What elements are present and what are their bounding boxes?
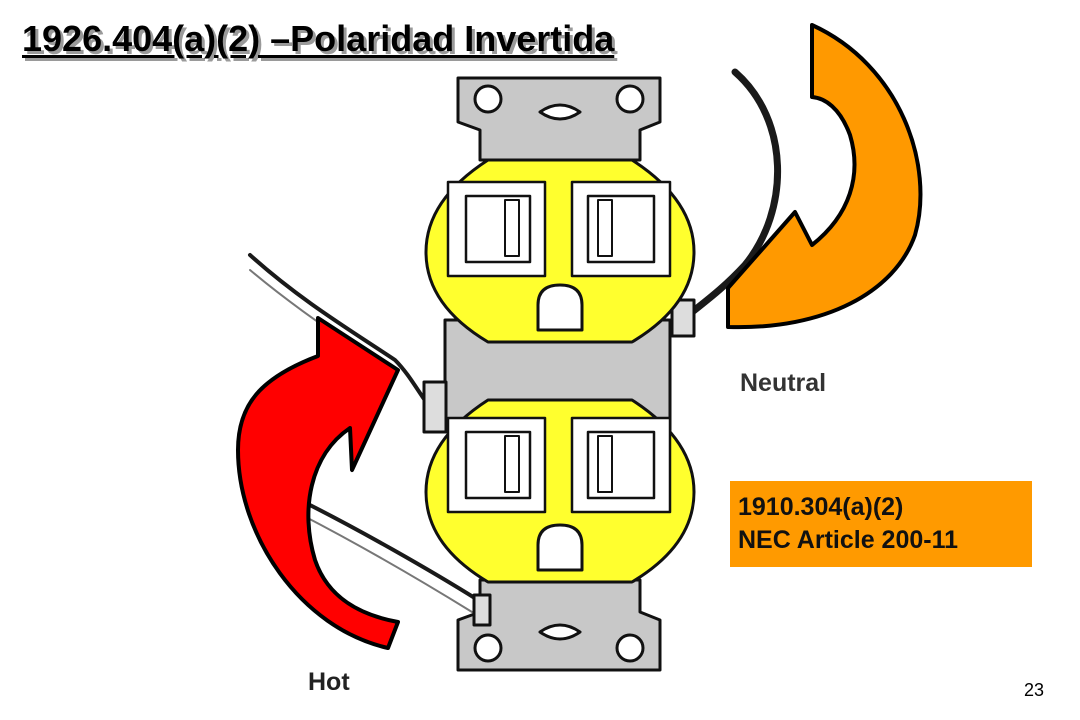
lower-left-slot (446, 416, 547, 514)
upper-left-slot (446, 180, 547, 278)
top-left-screw-hole (473, 84, 503, 114)
upper-outlet (424, 158, 696, 344)
neutral-label: Neutral (740, 369, 827, 397)
lower-right-slot (570, 416, 672, 514)
upper-ground-hole (536, 283, 584, 332)
ground-terminal-screw (472, 593, 492, 627)
bottom-right-screw-hole (615, 633, 645, 663)
bottom-mounting-slot (538, 623, 582, 641)
hot-wire-upper (248, 253, 434, 412)
hot-terminal-screw (422, 380, 448, 434)
osha-reference: 1910.304(a)(2) (738, 493, 904, 521)
hot-arrow (236, 316, 400, 650)
upper-left-prong (504, 199, 520, 257)
bottom-left-screw-hole (473, 633, 503, 663)
code-reference-box: 1910.304(a)(2) NEC Article 200-11 (730, 481, 1032, 567)
hot-wire-lower-shadow (299, 513, 473, 613)
page-number: 23 (1024, 680, 1045, 700)
duplex-receptacle (422, 76, 696, 672)
lower-left-prong (504, 435, 520, 493)
upper-right-prong (597, 199, 613, 257)
neutral-wire (681, 68, 781, 322)
neutral-terminal-screw (670, 298, 696, 338)
top-mounting-slot (538, 103, 582, 121)
slide-title: 1926.404(a)(2) –Polaridad Invertida (22, 18, 615, 59)
top-right-screw-hole (615, 84, 645, 114)
neutral-arrow (726, 23, 923, 330)
hot-label: Hot (308, 668, 350, 696)
upper-right-slot (570, 180, 672, 278)
lower-ground-hole (536, 523, 584, 572)
hot-wire-lower (298, 498, 480, 602)
nec-reference: NEC Article 200-11 (738, 526, 959, 554)
lower-outlet (424, 398, 696, 584)
lower-right-prong (597, 435, 613, 493)
